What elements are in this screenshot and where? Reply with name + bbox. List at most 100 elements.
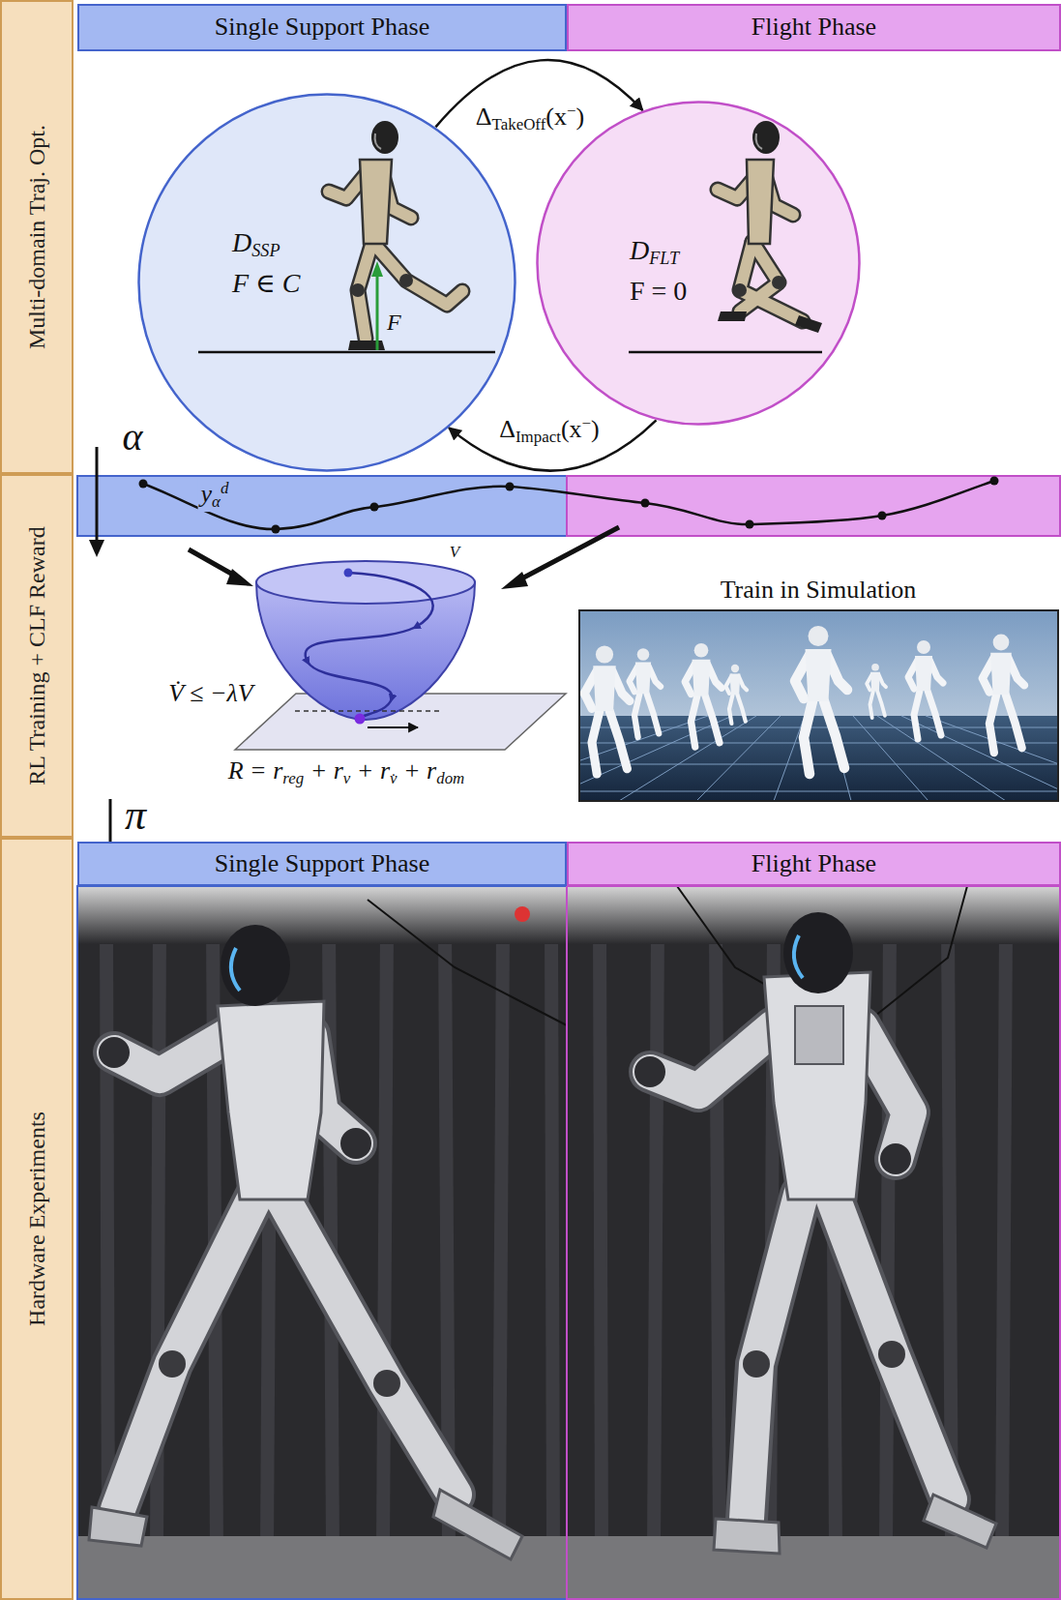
- clf-condition: V̇ ≤ −λV: [168, 678, 253, 708]
- hardware-photo: [106, 928, 554, 1548]
- simulation-image: [901, 715, 1059, 801]
- robot-figure: [771, 275, 786, 290]
- robot-figure: [351, 283, 365, 297]
- hardware-photo: [433, 1489, 523, 1560]
- lyapunov-bowl: [294, 709, 441, 712]
- hardware-photo: [367, 899, 567, 1026]
- flow-arrow: [88, 539, 105, 558]
- hardware-photo: [566, 885, 1061, 1600]
- section-band: Multi-domain Traj. Opt.: [0, 0, 74, 474]
- simulation-image: [684, 643, 722, 747]
- robot-figure: [739, 241, 803, 322]
- hardware-photo: [566, 885, 1061, 1600]
- trajectory-label: yαd: [198, 478, 233, 512]
- lyapunov-bowl: [305, 572, 434, 719]
- simulation-image: [696, 715, 781, 801]
- trajectory-band: [139, 479, 148, 489]
- reward-equation: R = rreg + rv + rv̇ + rdom: [228, 756, 466, 789]
- trajectory-band: [641, 499, 650, 508]
- circle-outline: [137, 92, 517, 472]
- lyapunov-label: V: [449, 542, 460, 562]
- phase-title: Flight Phase: [751, 13, 877, 42]
- lyapunov-bowl: [344, 568, 354, 578]
- circle-outline: [537, 102, 860, 425]
- hardware-photo: [77, 885, 567, 1600]
- flow-arrow: [501, 571, 529, 590]
- lyapunov-bowl: [367, 726, 418, 729]
- lyapunov-bowl: [354, 713, 366, 725]
- simulation-image: [579, 610, 1059, 801]
- trajectory-band: [139, 476, 1000, 534]
- robot-figure: [372, 241, 463, 305]
- circle-outline: [139, 94, 516, 472]
- simulation-image: [773, 715, 805, 801]
- trajectory-band: [370, 502, 380, 512]
- hardware-photo: [885, 928, 890, 1548]
- section-title: RL Training + CLF Reward: [24, 526, 50, 785]
- transition-label: ΔImpact(x−): [496, 413, 603, 447]
- hardware-photo: [231, 947, 240, 991]
- hardware-photo: [98, 1036, 130, 1068]
- phase-header: Single Support Phase: [77, 3, 567, 52]
- photo-frame: [566, 885, 1061, 1599]
- phase-title: Flight Phase: [751, 850, 877, 879]
- hardware-photo: [88, 1506, 148, 1546]
- hardware-photo: [634, 1056, 666, 1088]
- section-band: RL Training + CLF Reward: [0, 473, 74, 838]
- robot-figure: [348, 340, 385, 351]
- hardware-photo: [831, 1194, 950, 1500]
- hardware-photo: [783, 912, 854, 994]
- robot-figure: [756, 133, 763, 149]
- circle-fill: [138, 93, 860, 472]
- transition-label: ΔTakeOff(x−): [472, 101, 588, 135]
- image-title: Train in Simulation: [720, 575, 917, 605]
- circle-fill: [536, 101, 860, 425]
- simulation-image: [584, 645, 630, 774]
- hardware-photo: [878, 1340, 906, 1368]
- hardware-photo: [875, 885, 968, 1016]
- robot-figure: [399, 273, 413, 288]
- trajectory-band: [745, 520, 755, 530]
- hardware-photo: [220, 924, 291, 1006]
- trajectory-band: [878, 511, 887, 521]
- hardware-photo: [1002, 928, 1006, 1548]
- simulation-image: [579, 742, 1059, 744]
- hardware-photo: [653, 928, 658, 1548]
- hardware-photo: [764, 972, 871, 1200]
- simulation-image: [725, 664, 747, 724]
- hardware-photo: [649, 1027, 774, 1091]
- trajectory-band: [505, 482, 515, 492]
- phase-title: Single Support Phase: [214, 13, 430, 42]
- section-title: Hardware Experiments: [24, 1111, 50, 1327]
- circle-outline: [535, 100, 861, 426]
- hardware-photo: [373, 1369, 401, 1397]
- hardware-photo: [742, 1350, 770, 1378]
- parameter-symbol: α: [122, 414, 144, 460]
- hardware-photo: [514, 906, 531, 922]
- domain-label: F = 0: [629, 276, 687, 307]
- trajectory-band: [271, 525, 281, 534]
- phase-header: Flight Phase: [566, 3, 1061, 52]
- hardware-photo: [551, 928, 554, 1548]
- hardware-photo: [649, 1027, 774, 1091]
- domain-label: DSSP: [232, 228, 281, 261]
- hardware-photo: [599, 928, 602, 1548]
- force-label: F: [386, 309, 402, 335]
- hardware-photo: [923, 1494, 997, 1548]
- section-band: Hardware Experiments: [0, 837, 74, 1600]
- hardware-photo: [217, 1001, 325, 1200]
- robot-figure: [752, 120, 780, 154]
- robot-figure: [371, 120, 399, 154]
- hardware-photo: [383, 928, 387, 1548]
- simulation-image: [908, 640, 944, 739]
- hardware-photo: [280, 1194, 455, 1495]
- hardware-photo: [158, 1350, 186, 1378]
- phase-header: Single Support Phase: [77, 841, 567, 886]
- robot-figure: [359, 159, 392, 244]
- hardware-photo: [795, 1005, 844, 1064]
- hardware-photo: [499, 928, 503, 1548]
- robot-figure: [372, 241, 463, 305]
- domain-label: F ∈ C: [232, 268, 301, 299]
